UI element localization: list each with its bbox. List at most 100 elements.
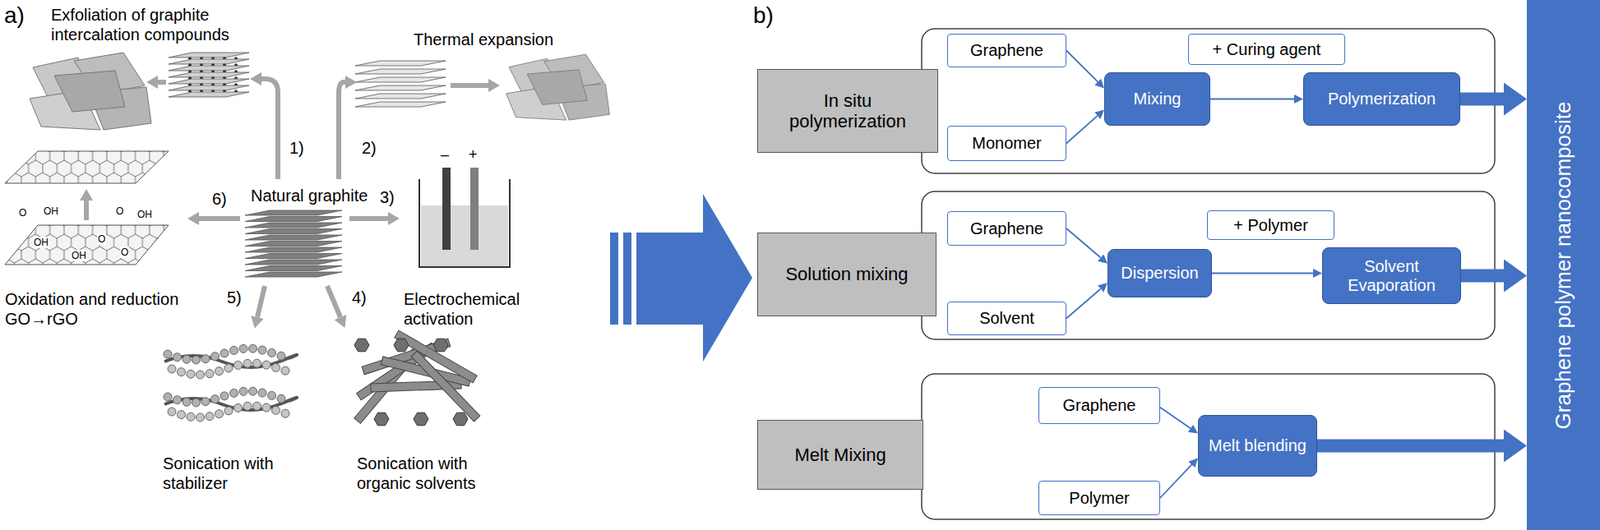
solvent-molecule <box>453 412 468 426</box>
process-box: Dispersion <box>1107 249 1212 298</box>
method-box: In situ polymerization <box>757 69 939 153</box>
graphite-layer <box>168 78 250 84</box>
graphite-layer <box>245 229 343 235</box>
stabilizer-molecule <box>224 364 233 373</box>
stabilizer-molecule <box>182 355 191 364</box>
stabilizer-molecule <box>167 365 176 374</box>
go-sheet <box>4 225 169 265</box>
stabilizer-molecule <box>220 349 229 358</box>
stabilizer-molecule <box>239 387 248 396</box>
graphite-layer <box>355 77 446 83</box>
input-box: Solvent <box>947 301 1067 336</box>
stabilizer-molecule <box>163 350 172 359</box>
stabilizer-molecule <box>249 344 258 353</box>
stabilizer-molecule <box>268 348 277 357</box>
process-arrow <box>86 78 489 318</box>
node-text: Graphene polymer nanocomposite <box>1551 101 1577 430</box>
method-box: Melt Mixing <box>757 420 924 491</box>
method-label: Electrochemical activation <box>403 289 548 329</box>
stabilizer-molecule <box>281 409 290 418</box>
stabilizer-molecule <box>211 395 220 404</box>
stabilizer-molecule <box>177 368 186 377</box>
flow-arrow <box>1160 407 1191 430</box>
input-box: Graphene <box>1038 387 1161 425</box>
graphite-layer <box>245 254 343 259</box>
group-label: O <box>97 233 107 246</box>
stabilizer-molecule <box>186 369 195 379</box>
graphite-layer <box>168 52 250 58</box>
solvent-molecule <box>393 338 409 352</box>
stabilizer-molecule <box>262 403 271 412</box>
node-text: Graphene <box>970 219 1044 239</box>
stabilizer-molecule <box>163 393 172 402</box>
stabilizer-molecule <box>211 352 220 361</box>
graphite-layer <box>245 259 343 265</box>
stabilizer-molecule <box>173 353 182 362</box>
result-arrow <box>1460 92 1504 107</box>
graphite-layer <box>355 69 446 74</box>
stabilizer-molecule <box>243 402 252 411</box>
stabilizer-molecule <box>215 367 224 376</box>
graphite-layer <box>245 210 343 216</box>
group-label: OH <box>32 236 50 249</box>
process-box: Melt blending <box>1197 415 1318 477</box>
stabilizer-molecule <box>201 397 210 407</box>
stabilizer-molecule <box>167 407 176 417</box>
graphite-layer <box>168 92 250 98</box>
stabilizer-molecule <box>177 411 186 420</box>
callout-number: 3) <box>379 187 395 208</box>
method-label: Exfoliation of graphite intercalation co… <box>50 4 257 45</box>
group-label: O <box>115 205 125 218</box>
additive-box: + Curing agent <box>1188 33 1346 65</box>
polarity-sign: – <box>440 146 449 165</box>
result-band: Graphene polymer nanocomposite <box>1526 0 1600 530</box>
stabilizer-molecule <box>192 398 201 407</box>
additive-box: + Polymer <box>1206 210 1335 241</box>
method-label: Thermal expansion <box>413 29 554 50</box>
panel-letter: a) <box>4 1 25 30</box>
result-arrow <box>1317 439 1504 454</box>
stabilizer-molecule <box>272 406 281 415</box>
panel-letter: b) <box>753 1 774 30</box>
big-arrow <box>610 194 753 362</box>
flow-arrow <box>1066 288 1101 319</box>
group-label: O <box>120 246 130 259</box>
flow-arrow <box>1210 98 1295 101</box>
node-text: Solvent Evaporation <box>1329 257 1454 296</box>
polarity-sign: + <box>468 146 478 165</box>
graphite-layer <box>355 60 446 66</box>
stabilizer-molecule <box>239 344 248 353</box>
callout-number: 4) <box>351 287 367 308</box>
electrochemical-cell <box>419 167 510 268</box>
stabilizer-molecule <box>192 356 201 365</box>
method-label: Oxidation and reduction GO→rGO <box>4 289 211 329</box>
material-label: Natural graphite <box>250 185 368 206</box>
graphite-layer <box>245 217 343 222</box>
stabilizer-molecule <box>234 403 243 412</box>
stabilizer-molecule <box>230 346 239 355</box>
graphite-layer <box>245 247 343 253</box>
rgo-sheet <box>4 151 169 184</box>
callout-number: 1) <box>289 138 305 158</box>
graphite-layer <box>245 241 343 247</box>
result-arrow <box>1461 269 1504 283</box>
stabilizer-molecule <box>173 396 182 405</box>
stabilizer-molecule <box>220 392 229 401</box>
graphite-layer <box>355 85 446 91</box>
group-label: OH <box>42 205 60 218</box>
graphene-flake <box>411 351 481 422</box>
node-text: Solvent <box>979 309 1035 329</box>
callout-number: 5) <box>226 287 242 308</box>
solvent-molecule <box>354 338 370 352</box>
node-text: Melt blending <box>1208 436 1307 456</box>
solvent-molecule <box>413 412 429 426</box>
node-text: Mixing <box>1133 89 1182 109</box>
node-text: Polymerization <box>1327 89 1436 109</box>
flow-arrow <box>1066 228 1101 259</box>
stabilizer-molecule <box>186 412 195 421</box>
process-box: Mixing <box>1104 72 1211 126</box>
graphite-layer <box>355 93 446 99</box>
stabilizer-molecule <box>281 366 290 375</box>
stabilizer-molecule <box>196 370 205 380</box>
node-text: Graphene <box>1063 396 1137 416</box>
